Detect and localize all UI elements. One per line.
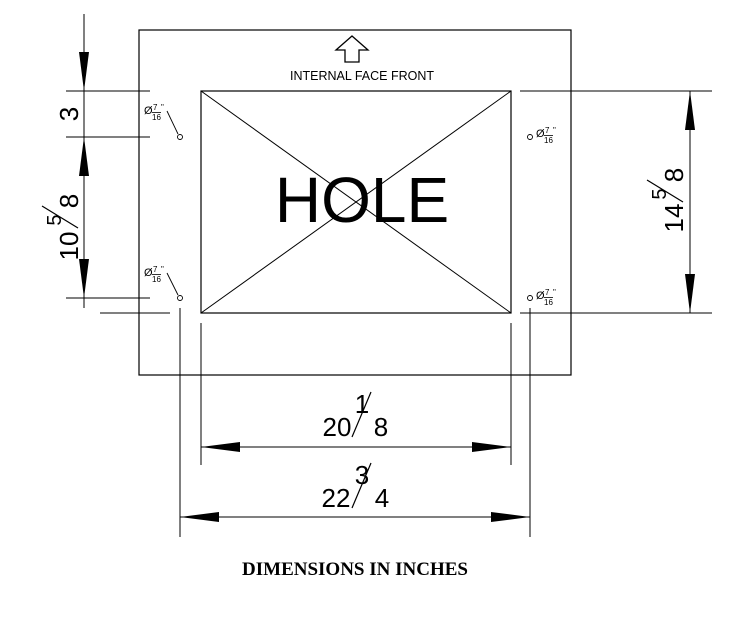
svg-text:5: 5 bbox=[649, 188, 671, 199]
hole-label: HOLE bbox=[275, 164, 449, 236]
svg-text:8: 8 bbox=[374, 412, 388, 442]
left-dimension-arrows bbox=[79, 52, 89, 298]
orientation-label: INTERNAL FACE FRONT bbox=[290, 69, 434, 83]
svg-text:8: 8 bbox=[659, 168, 689, 182]
dim-top-offset: 3 bbox=[54, 107, 84, 121]
svg-text:4: 4 bbox=[375, 483, 389, 513]
dim-bolt-spacing-horizontal-arrows bbox=[180, 512, 530, 522]
svg-text:20: 20 bbox=[323, 412, 352, 442]
right-dimension-arrows bbox=[685, 91, 695, 313]
svg-text:3: 3 bbox=[355, 460, 369, 490]
bottom-extension-lines bbox=[179, 308, 531, 537]
svg-text:22: 22 bbox=[322, 483, 351, 513]
dim-bolt-spacing-horizontal: 22 3 4 bbox=[322, 460, 390, 513]
svg-text:14: 14 bbox=[659, 204, 689, 233]
footer-note: DIMENSIONS IN INCHES bbox=[242, 559, 468, 580]
svg-text:8: 8 bbox=[54, 194, 84, 208]
right-dimension-lines bbox=[520, 90, 712, 314]
dim-opening-height: 14 5 8 bbox=[646, 168, 689, 233]
svg-text:5: 5 bbox=[44, 214, 66, 225]
bolt-hole-bottom-left bbox=[143, 264, 183, 301]
bolt-hole-top-left bbox=[143, 102, 183, 140]
dim-bolt-spacing-vertical: 10 5 8 bbox=[41, 194, 84, 261]
dim-opening-width: 20 1 8 bbox=[323, 389, 389, 442]
bolt-hole-top-right bbox=[527, 125, 557, 146]
dim-opening-width-arrows bbox=[201, 442, 511, 452]
up-arrow-icon bbox=[334, 35, 370, 63]
bolt-hole-bottom-right bbox=[527, 287, 557, 308]
svg-text:1: 1 bbox=[355, 389, 369, 419]
hole-opening bbox=[200, 90, 512, 314]
outer-plate bbox=[138, 29, 572, 376]
svg-text:10: 10 bbox=[54, 232, 84, 261]
